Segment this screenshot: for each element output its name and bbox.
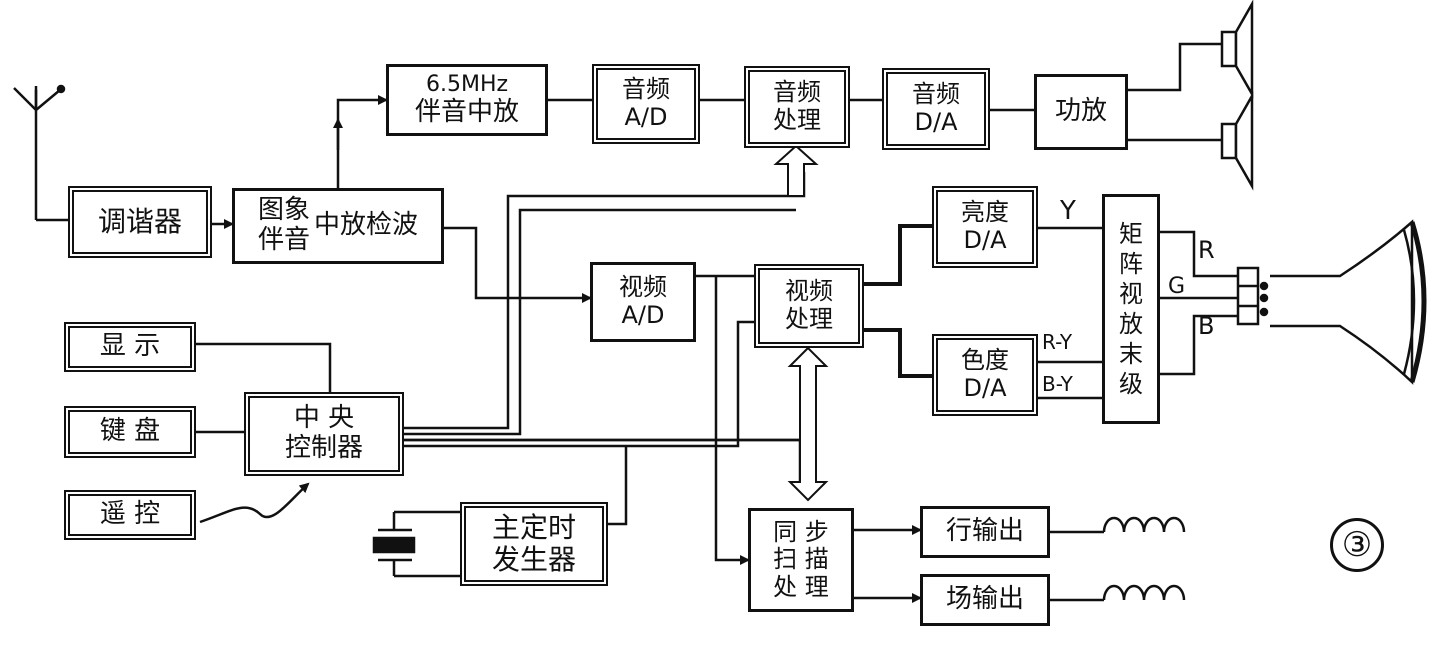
power-amp-label: 功放 [1054,96,1107,127]
chroma-da-block: 色度 D/A [932,334,1038,416]
audio-da-block: 音频 D/A [882,68,990,150]
video-ad-block: 视频 A/D [590,262,696,342]
video-proc-line1: 视频 [785,277,833,306]
r-minus-y-label: R-Y [1042,330,1073,354]
if-amp-tail: 中放检波 [314,210,419,241]
horizontal-output-block: 行输出 [920,506,1050,558]
matrix-char: 级 [1119,370,1143,398]
power-amp-block: 功放 [1034,74,1128,150]
remote-block: 遥 控 [64,490,196,540]
luma-da-line2: D/A [963,226,1007,254]
b-minus-y-label: B-Y [1042,372,1073,396]
keyboard-label: 键 盘 [99,416,161,447]
audio-bus-arrow [773,144,819,197]
audio-da-line2: D/A [914,108,958,136]
chroma-da-line1: 色度 [961,346,1009,375]
crystal-icon [372,510,462,578]
v-out-label: 场输出 [945,584,1024,615]
figure-number: ③ [1330,518,1384,572]
horizontal-coil-icon [1102,516,1186,533]
remote-label: 遥 控 [99,499,161,530]
speaker-icon [1220,91,1254,191]
audio-ad-line2: A/D [624,103,668,131]
cpu-block: 中 央 控制器 [244,392,404,476]
display-label: 显 示 [99,331,161,362]
audio-da-line1: 音频 [912,80,960,109]
sound-if-line1: 6.5MHz [425,72,509,98]
if-amp-detector-block: 图象 伴音 中放检波 [232,188,444,264]
cpu-line1: 中 央 [293,403,355,434]
video-sync-bus-arrow [787,346,829,502]
vertical-output-block: 场输出 [920,574,1050,626]
video-ad-line2: A/D [621,301,665,329]
g-signal-label: G [1168,274,1186,299]
video-proc-line2: 处理 [785,305,833,333]
cpu-line2: 控制器 [284,433,363,463]
audio-proc-line2: 处理 [773,106,821,134]
audio-ad-block: 音频 A/D [592,64,700,144]
b-signal-label: B [1198,312,1215,340]
sync-scan-block: 同 步 扫 描 处 理 [748,508,854,612]
display-block: 显 示 [64,322,196,372]
r-signal-label: R [1198,236,1215,264]
luma-da-line1: 亮度 [961,198,1009,227]
vertical-coil-icon [1102,584,1186,601]
if-amp-line2: 伴音 [257,225,310,255]
master-clock-block: 主定时 发生器 [460,502,608,586]
audio-processing-block: 音频 处理 [744,66,850,148]
audio-ad-line1: 音频 [622,75,670,104]
sound-if-amp-block: 6.5MHz 伴音中放 [386,64,548,136]
if-amp-line1: 图象 [257,195,310,226]
sync-line2: 扫 描 [773,545,829,574]
tuner-label: 调谐器 [97,204,182,238]
h-out-label: 行输出 [945,516,1024,547]
matrix-char: 阵 [1119,250,1143,278]
crt-icon [1236,219,1427,385]
sound-if-line2: 伴音中放 [414,96,519,127]
clock-line1: 主定时 [491,510,576,544]
tuner-block: 调谐器 [68,186,212,258]
sync-line1: 同 步 [773,517,829,546]
keyboard-block: 键 盘 [64,406,196,458]
antenna-icon [13,84,72,222]
clock-line2: 发生器 [491,543,576,576]
matrix-char: 放 [1119,310,1143,338]
luma-da-block: 亮度 D/A [932,186,1038,268]
chroma-da-line2: D/A [963,374,1007,402]
audio-proc-line1: 音频 [773,78,821,107]
matrix-char: 视 [1119,280,1143,308]
matrix-char: 末 [1119,340,1143,368]
video-processing-block: 视频 处理 [754,264,864,348]
y-signal-label: Y [1060,196,1076,226]
speaker-icon [1220,0,1254,99]
sync-line3: 处 理 [773,572,829,601]
matrix-char: 矩 [1119,220,1143,248]
video-ad-line1: 视频 [619,273,667,302]
matrix-video-amp-block: 矩 阵 视 放 末 级 [1102,194,1160,424]
